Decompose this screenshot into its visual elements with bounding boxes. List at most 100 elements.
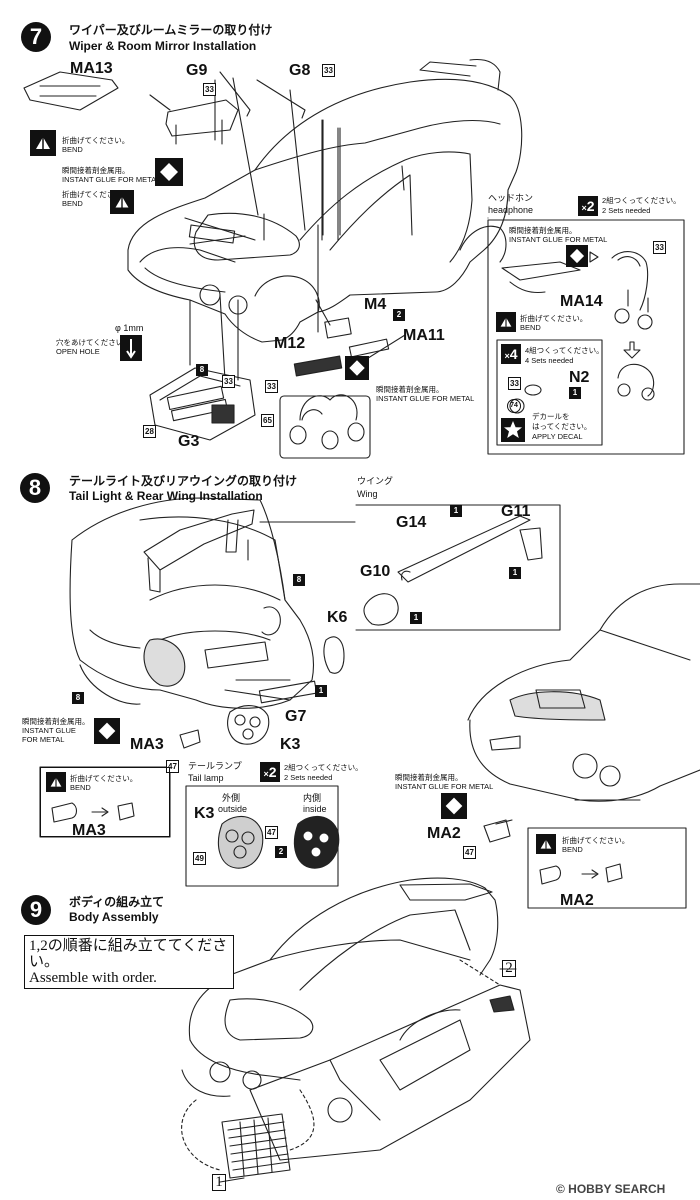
watermark: © HOBBY SEARCH	[556, 1182, 666, 1196]
tail-lamp-mult-en: 2 Sets needed	[284, 773, 333, 782]
tail-lamp-title-jp: テールランプ	[188, 761, 242, 771]
code-74-value: 74	[510, 402, 518, 409]
part-ma3-box-label: MA3	[72, 822, 106, 839]
tail-lamp-outside	[218, 815, 264, 869]
bend2-note-jp: 折曲げてください。	[62, 190, 130, 199]
headphone-multiplier: ×2	[578, 196, 598, 216]
tail-lamp-code-47: 47	[265, 826, 278, 839]
headphone-mult4-jp: 4組つくってください。	[525, 346, 604, 355]
glue2-note-en: INSTANT GLUE FOR METAL	[376, 394, 475, 403]
step9-number: 9	[21, 895, 51, 925]
code-33-headphone: 33	[653, 241, 666, 254]
part-g8-label: G8	[289, 62, 311, 79]
step8-glue-en1: INSTANT GLUE	[22, 726, 76, 735]
headphone-bend-jp: 折曲げてください。	[520, 314, 588, 323]
bend-note-jp: 折曲げてください。	[62, 136, 130, 145]
tail-lamp-inside-jp: 内側	[303, 793, 322, 803]
glue-diamond-icon	[155, 158, 183, 186]
part-ma2-label: MA2	[427, 825, 461, 842]
step8-car-front	[467, 583, 700, 802]
step8-glue-en2: FOR METAL	[22, 735, 65, 744]
ma3-bend-en: BEND	[70, 783, 91, 792]
ma3-bend-icon	[46, 772, 66, 792]
bend2-note-en: BEND	[62, 199, 83, 208]
decal-star-icon	[501, 418, 525, 442]
part-ma3-label: MA3	[130, 736, 164, 753]
headphone-glue-jp: 瞬間接着剤金属用。	[509, 226, 577, 235]
step8-spoiler	[143, 509, 255, 593]
headphone-mult-en: 2 Sets needed	[602, 206, 651, 215]
hole-note-en: OPEN HOLE	[56, 347, 100, 356]
part-n2-label: N2	[569, 369, 590, 386]
code-33-n2: 33	[508, 377, 521, 390]
ma2-glue-icon	[441, 793, 467, 819]
step8-glue-icon	[94, 718, 120, 744]
headphone-multiplier-4: ×4	[501, 344, 521, 364]
step9-title-en: Body Assembly	[69, 910, 159, 924]
headphone-mult-jp: 2組つくってください。	[602, 196, 681, 205]
assembly-label-2-value: 2	[505, 960, 513, 976]
step7-title-jp: ワイパー及びルームミラーの取り付け	[69, 23, 273, 37]
code-8-g3: 8	[196, 364, 208, 376]
code-74-circle: 74	[507, 399, 521, 413]
ma2-bend-jp: 折曲げてください。	[562, 836, 630, 845]
tail-lamp-outside-en: outside	[218, 804, 248, 814]
assembly-order-en: Assemble with order.	[29, 970, 157, 986]
headphone-bend-icon	[496, 312, 516, 332]
tail-lamp-multiplier: ×2	[260, 762, 280, 782]
code-2-m4: 2	[393, 309, 405, 321]
tail-lamp-k3-label: K3	[194, 805, 215, 822]
code-8-rear-a: 8	[293, 574, 305, 586]
part-k3-label: K3	[280, 736, 301, 753]
step9-title-jp: ボディの組み立て	[69, 895, 165, 909]
assembly-order-jp: 1,2の順番に組み立ててください。	[29, 938, 228, 970]
code-1-g11: 1	[509, 567, 521, 579]
headphone-bend-en: BEND	[520, 323, 541, 332]
headphone-pieces-m12	[279, 394, 371, 459]
step8-title-jp: テールライト及びリアウイングの取り付け	[69, 474, 298, 488]
tail-lamp-inside-en: inside	[303, 804, 327, 814]
glue2-note-jp: 瞬間接着剤金属用。	[376, 385, 444, 394]
code-28-g3: 28	[143, 425, 156, 438]
headphone-parts	[501, 251, 655, 401]
ma13-part	[23, 71, 119, 111]
code-33-g3: 33	[222, 375, 235, 388]
assembly-label-2: 2	[502, 960, 516, 977]
step9-car-assembly	[181, 877, 531, 1179]
step7-number: 7	[21, 22, 51, 52]
tail-lamp-mult-jp: 2組つくってください。	[284, 763, 363, 772]
ma2-bend-en: BEND	[562, 845, 583, 854]
decal-note-jp2: はってください。	[532, 422, 592, 431]
g3-tray	[149, 367, 256, 441]
headphone-multiplier-4-value: 4	[509, 346, 518, 362]
wing-label-jp: ウイング	[357, 476, 394, 486]
part-g14-label: G14	[396, 514, 427, 531]
decal-note-jp1: デカールを	[532, 412, 570, 421]
tail-lamp-title-en: Tail lamp	[188, 773, 224, 783]
assembly-label-1: 1	[212, 1174, 226, 1191]
step8-number: 8	[20, 473, 50, 503]
step8-glue-jp: 瞬間接着剤金属用。	[22, 717, 90, 726]
code-1-g7: 1	[315, 685, 327, 697]
part-m4-label: M4	[364, 296, 387, 313]
part-ma2-box-label: MA2	[560, 892, 594, 909]
glue-note-en: INSTANT GLUE FOR METAL	[62, 175, 161, 184]
assembly-order-box: 1,2の順番に組み立ててください。 Assemble with order.	[24, 935, 234, 989]
bend-note-en: BEND	[62, 145, 83, 154]
step8-car-rear	[69, 497, 315, 709]
hole-size: φ 1mm	[115, 323, 144, 333]
step7-car-body	[127, 58, 523, 343]
tail-lamp-outside-jp: 外側	[222, 793, 241, 803]
step7-title-en: Wiper & Room Mirror Installation	[69, 39, 257, 53]
tail-lamp-code-2: 2	[275, 846, 287, 858]
glue-note-jp: 瞬間接着剤金属用。	[62, 166, 130, 175]
part-ma13-label: MA13	[70, 60, 113, 77]
code-1-g10: 1	[410, 612, 422, 624]
headphone-glue-icon	[566, 245, 588, 267]
headphone-glue-en: INSTANT GLUE FOR METAL	[509, 235, 608, 244]
ma2-bend-icon	[536, 834, 556, 854]
tail-lamp-code-49: 49	[193, 852, 206, 865]
wing-label-en: Wing	[357, 489, 378, 499]
ma3-bend-box	[40, 767, 170, 837]
